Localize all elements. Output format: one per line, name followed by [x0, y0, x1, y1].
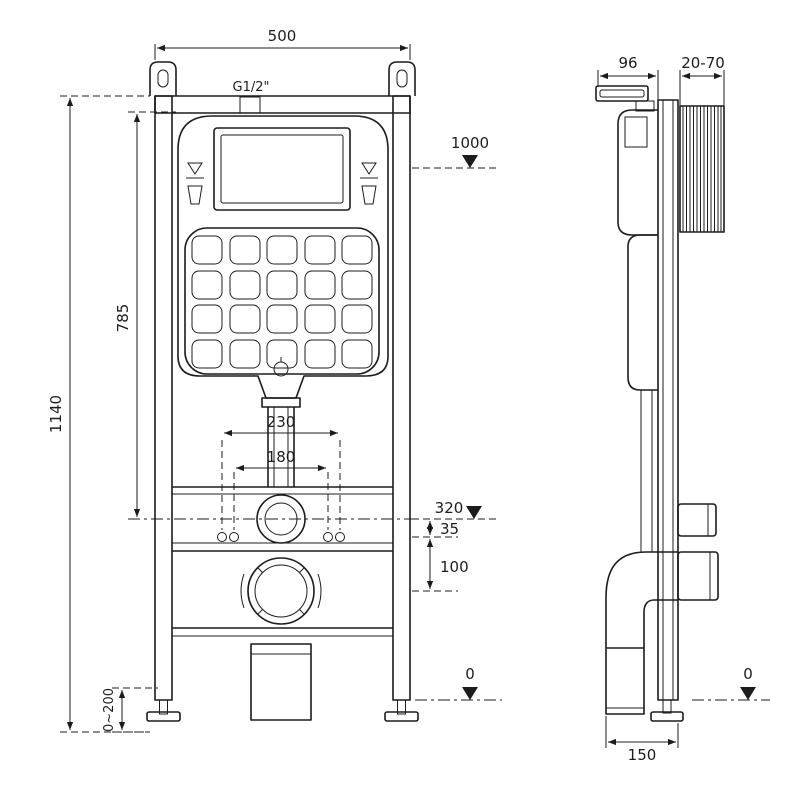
level-0-side-label: 0 — [743, 665, 753, 683]
dim-500: 500 — [154, 27, 411, 60]
crossbar — [172, 486, 393, 552]
water-inlet-fitting — [239, 96, 261, 114]
dim-foot-range: 0~200 — [102, 687, 158, 733]
dim-20-70-label: 20-70 — [681, 54, 725, 72]
drain-elbow — [605, 551, 678, 715]
level-1000: 1000 — [412, 134, 498, 169]
mounting-tabs — [149, 61, 416, 96]
dim-785: 785 — [114, 111, 412, 520]
water-level-symbols — [186, 162, 378, 205]
wall-sockets — [677, 503, 719, 601]
drain-connector — [240, 557, 322, 625]
dim-150: 150 — [605, 716, 679, 764]
dim-230-label: 230 — [267, 413, 296, 431]
access-panel — [184, 227, 380, 375]
front-view: 500 G1/2" 1140 785 230 180 — [47, 27, 502, 733]
dim-foot-range-label: 0~200 — [102, 688, 117, 732]
flush-pipe — [261, 357, 301, 487]
thread-label: G1/2" — [233, 80, 270, 95]
actuator-plate — [595, 85, 655, 112]
side-view: 96 20-70 0 150 — [595, 54, 770, 764]
level-320-label: 320 — [435, 499, 464, 517]
level-0-front-label: 0 — [465, 665, 475, 683]
dim-500-label: 500 — [268, 27, 297, 45]
dim-230-180: 230 180 — [221, 413, 341, 530]
dim-1140: 1140 — [47, 95, 150, 733]
side-cistern — [617, 109, 658, 552]
level-320: 320 — [412, 499, 496, 520]
level-1000-label: 1000 — [451, 134, 489, 152]
dim-20-70: 20-70 — [679, 54, 725, 106]
cistern-shell — [177, 115, 389, 399]
dim-100-label: 100 — [440, 558, 469, 576]
tank-window — [213, 127, 351, 211]
side-foot — [650, 699, 684, 722]
dim-150-label: 150 — [628, 746, 657, 764]
bottom-bar — [172, 627, 393, 721]
side-rail — [657, 99, 679, 701]
dim-96-label: 96 — [618, 54, 637, 72]
level-0-side: 0 — [692, 665, 770, 701]
corrugated-spacer — [679, 105, 725, 233]
dim-180-label: 180 — [267, 448, 296, 466]
dim-785-label: 785 — [114, 304, 132, 333]
dim-96: 96 — [597, 54, 659, 100]
dim-35-100: 35 100 — [412, 520, 469, 592]
level-0-front: 0 — [415, 665, 502, 701]
dim-1140-label: 1140 — [47, 395, 65, 433]
adjustable-feet — [146, 699, 419, 722]
dim-35-label: 35 — [440, 520, 459, 538]
